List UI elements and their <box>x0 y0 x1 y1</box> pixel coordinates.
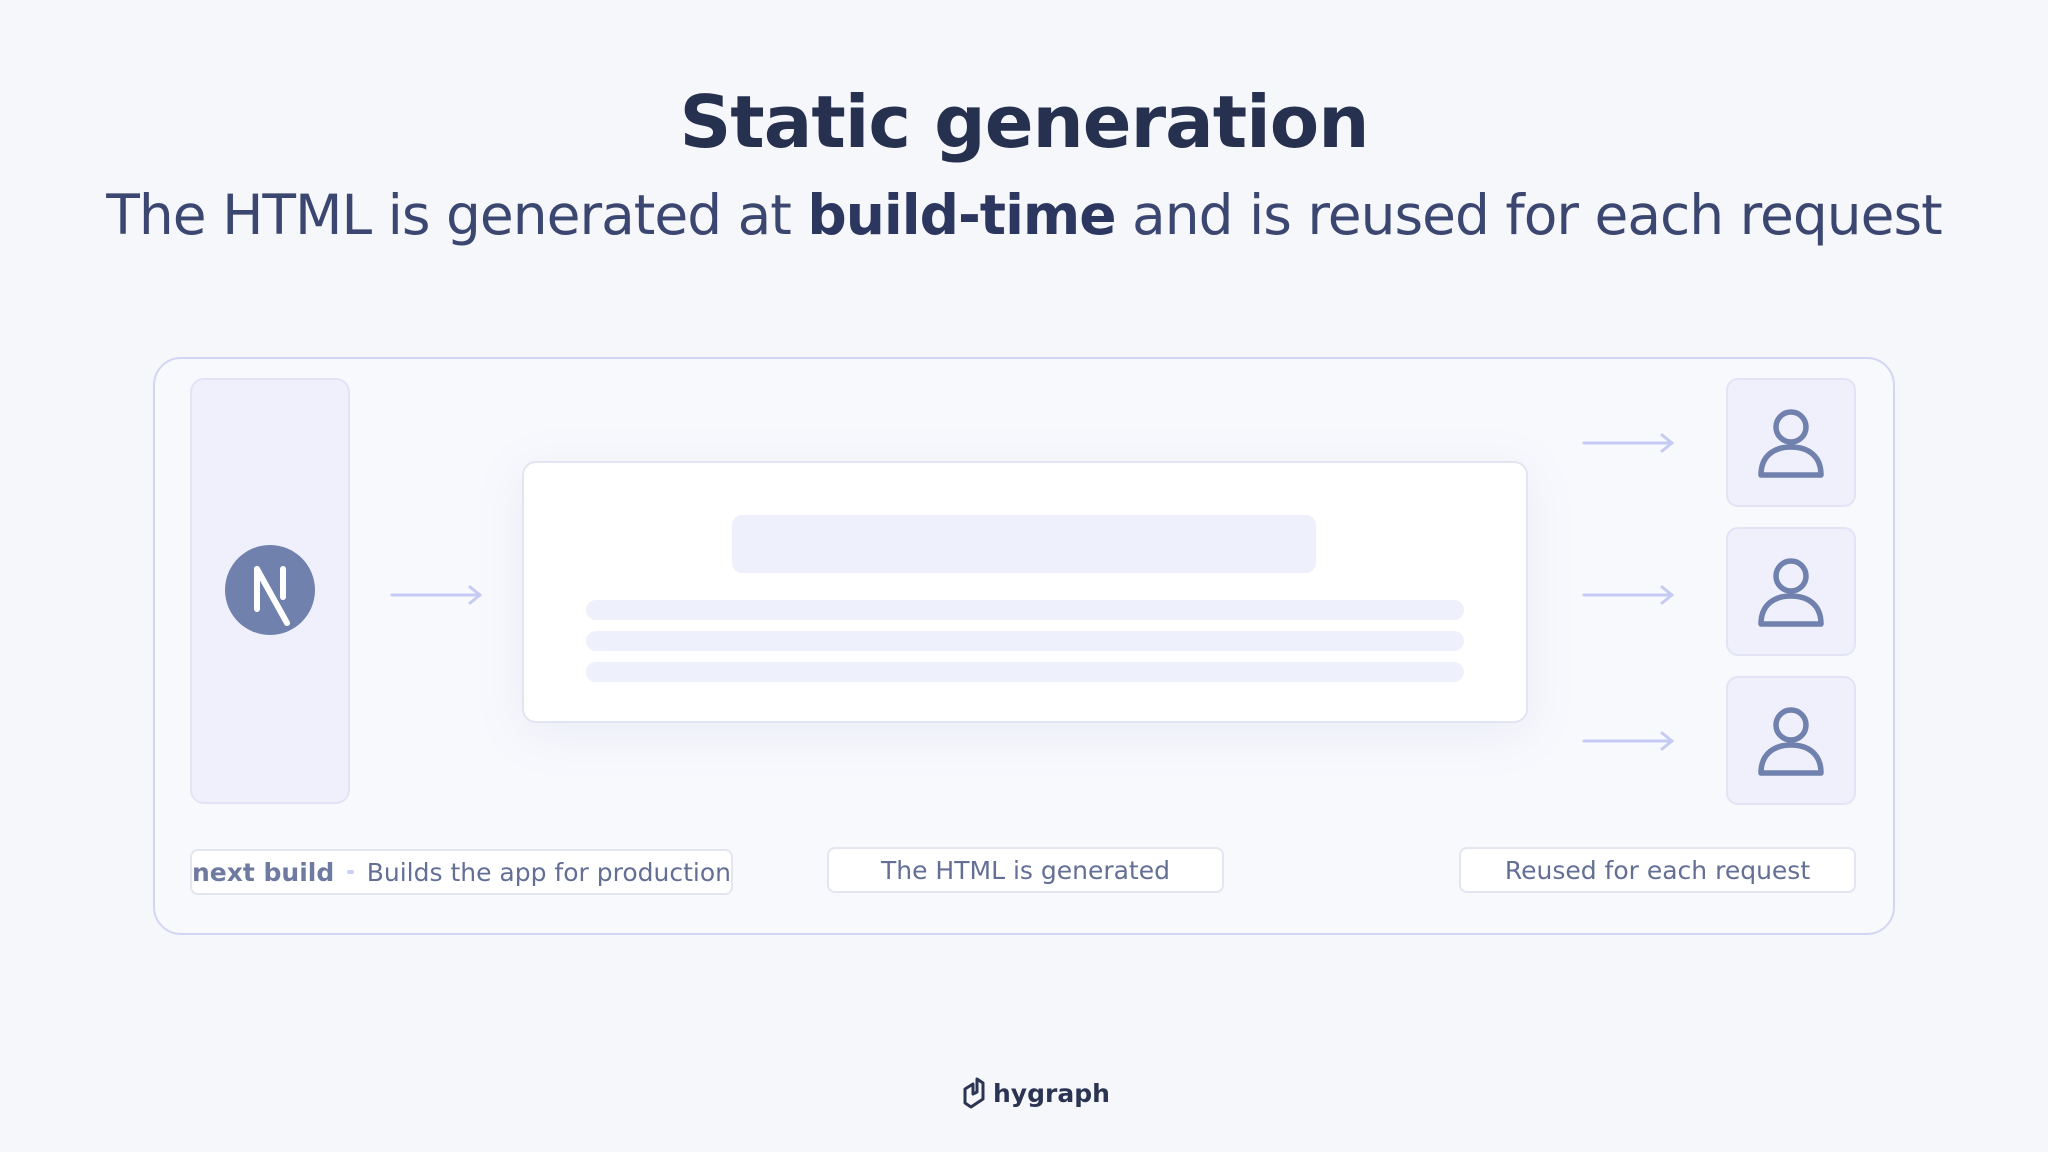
user-card <box>1726 527 1856 656</box>
build-step-label: next build Builds the app for production <box>190 849 733 895</box>
reused-step-label: Reused for each request <box>1459 847 1856 893</box>
subtitle-emphasis: build-time <box>807 183 1116 247</box>
page-title: Static generation <box>679 80 1369 164</box>
brand-name: hygraph <box>993 1078 1110 1108</box>
label-separator <box>347 870 354 874</box>
page-title-placeholder <box>732 515 1316 573</box>
user-card <box>1726 378 1856 507</box>
arrow-right-icon <box>390 585 482 605</box>
user-icon <box>1758 557 1824 627</box>
generated-text: The HTML is generated <box>880 855 1170 885</box>
nextjs-logo-icon <box>225 545 315 635</box>
subtitle-text-start: The HTML is generated at <box>106 183 808 247</box>
arrow-right-icon <box>1582 731 1674 751</box>
html-page-card <box>522 461 1528 723</box>
build-description: Builds the app for production <box>366 857 731 887</box>
user-icon <box>1758 408 1824 478</box>
arrow-right-icon <box>1582 585 1674 605</box>
text-line-placeholder <box>586 631 1464 651</box>
hygraph-logo-icon <box>963 1077 985 1109</box>
user-card <box>1726 676 1856 805</box>
text-line-placeholder <box>586 600 1464 620</box>
brand-footer: hygraph <box>963 1073 1110 1113</box>
subtitle-text-end: and is reused for each request <box>1115 183 1943 247</box>
user-icon <box>1758 706 1824 776</box>
build-command: next build <box>192 857 335 887</box>
page-subtitle: The HTML is generated at build-time and … <box>0 183 2048 247</box>
arrow-right-icon <box>1582 433 1674 453</box>
text-line-placeholder <box>586 662 1464 682</box>
reused-text: Reused for each request <box>1504 855 1811 885</box>
generated-step-label: The HTML is generated <box>827 847 1224 893</box>
